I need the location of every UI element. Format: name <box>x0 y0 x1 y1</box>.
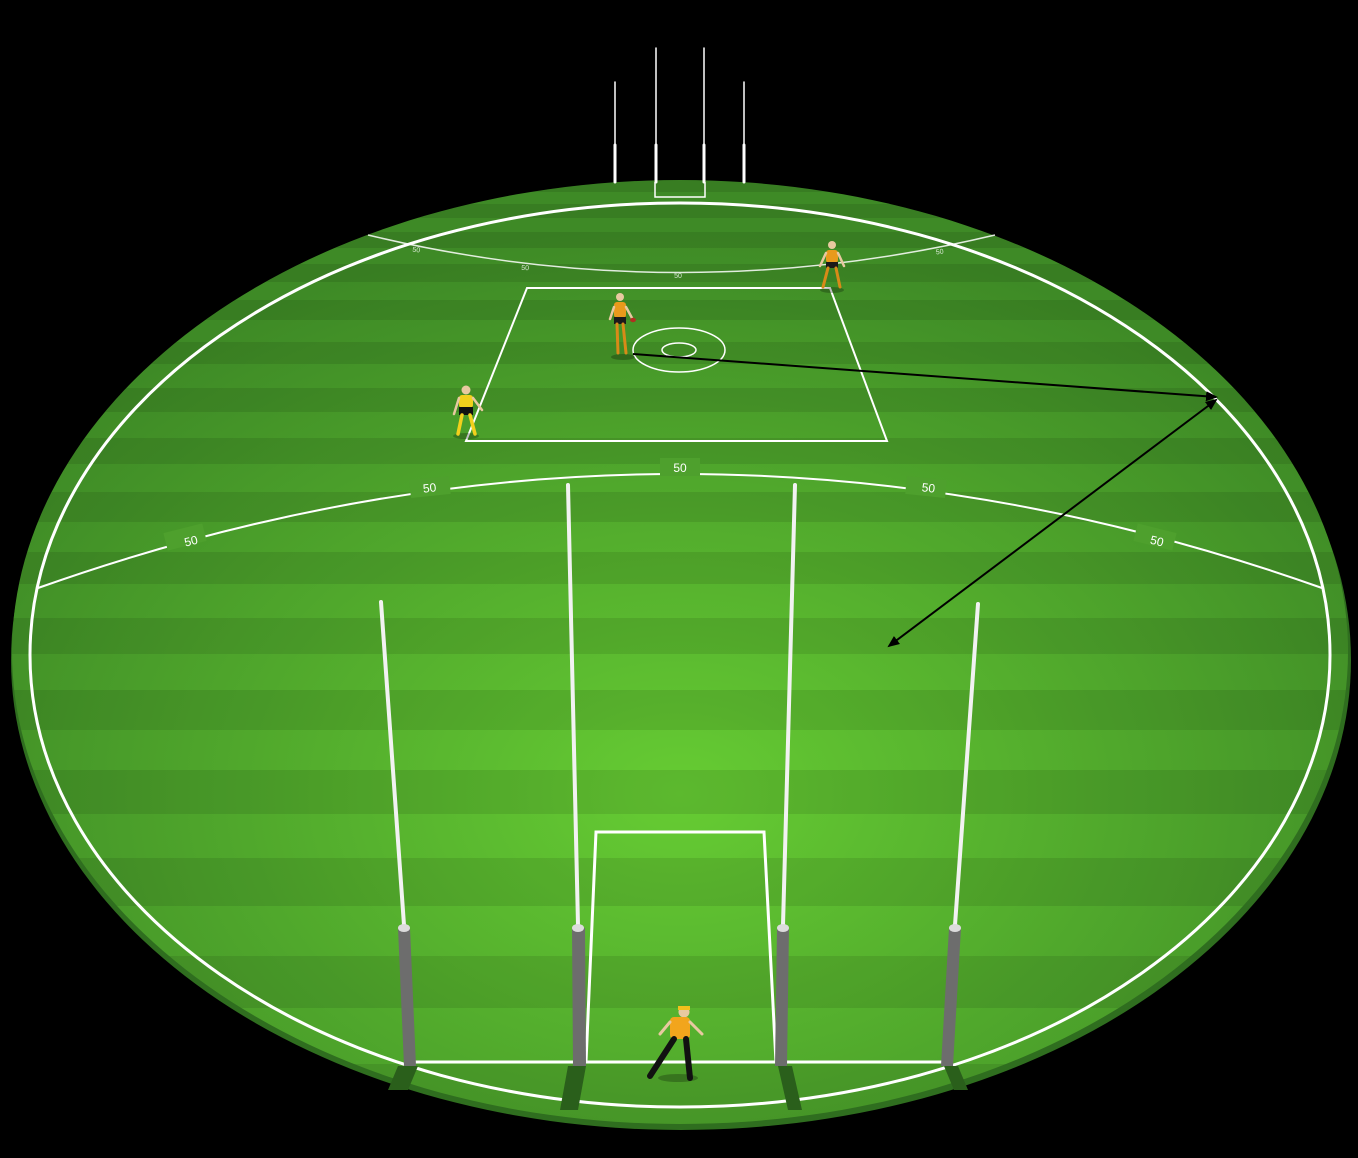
far-fifty-label: 50 <box>935 248 944 256</box>
fifty-label: 50 <box>673 461 687 475</box>
far-fifty-label: 50 <box>412 247 421 255</box>
fifty-label: 50 <box>921 480 936 495</box>
fifty-label: 50 <box>422 480 437 495</box>
far-fifty-label: 50 <box>521 265 529 273</box>
far-fifty-label: 50 <box>674 273 682 280</box>
